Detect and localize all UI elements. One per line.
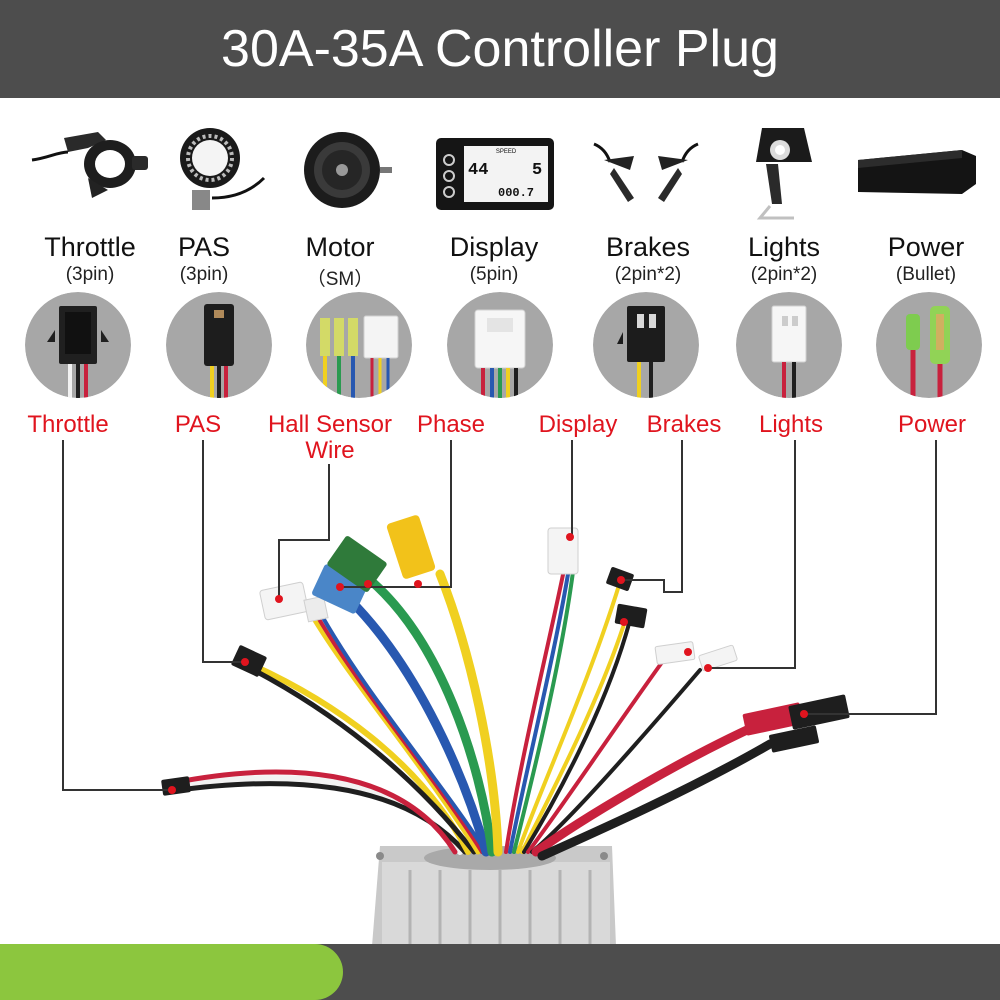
component-name-pas: PAS — [177, 232, 231, 262]
marker-dot-phase-blue — [336, 583, 344, 591]
light-wire-black — [530, 668, 702, 854]
component-name-throttle: Throttle — [44, 232, 136, 262]
component-spec-throttle: (3pin) — [65, 264, 115, 285]
throttle-connector — [161, 776, 191, 796]
lights-plug-closeup — [736, 292, 842, 398]
phase-wire-yellow — [435, 569, 503, 857]
display-gear-value: 5 — [532, 161, 542, 180]
light-wire-red — [526, 652, 670, 854]
header-bar — [0, 0, 1000, 98]
component-name-power: Power — [887, 232, 965, 262]
display-speed-label: SPEED — [496, 149, 517, 155]
marker-dot-phase-green — [364, 580, 372, 588]
brakes-plug-closeup — [593, 292, 699, 398]
leader-line-pas — [202, 440, 245, 663]
marker-dot-light-2 — [704, 664, 712, 672]
display-wire-red — [504, 558, 568, 854]
phase-connector-green — [327, 536, 387, 592]
hall-wire-red — [314, 612, 484, 854]
pas-wire-black — [247, 665, 477, 855]
brake-wire-black — [522, 618, 632, 854]
label-hall-sensor-wire: Hall Sensor Wire — [267, 411, 393, 464]
page-title: 30A-35A Controller Plug — [221, 20, 779, 78]
brake-connector-2 — [614, 603, 648, 629]
hub-motor-icon — [300, 124, 392, 216]
marker-dot-brake-1 — [617, 576, 625, 584]
power-wire-black — [537, 739, 775, 861]
hall-sensor-connector — [259, 581, 329, 623]
marker-dot-power — [800, 710, 808, 718]
lcd-display-icon: SPEED 44 5 000.7 — [436, 138, 554, 210]
marker-dot-brake-2 — [620, 618, 628, 626]
marker-dot-pas — [241, 658, 249, 666]
lights-connector — [654, 641, 738, 672]
phase-wire-green — [365, 575, 497, 857]
label-brakes: Brakes — [646, 411, 722, 438]
motor-plug-closeup — [306, 292, 412, 398]
component-name-brakes: Brakes — [605, 232, 691, 262]
phase-wire-blue — [345, 595, 491, 857]
leader-line-power — [804, 440, 937, 715]
power-connector — [742, 694, 850, 753]
pas-sensor-disc-icon — [178, 118, 268, 218]
component-spec-lights: (2pin*2) — [750, 264, 818, 285]
display-connector — [547, 527, 579, 575]
leader-line-lights — [708, 440, 796, 669]
display-wire-green — [512, 562, 576, 854]
component-spec-display: (5pin) — [469, 264, 519, 285]
leader-line-phase — [340, 440, 452, 588]
component-spec-brakes: (2pin*2) — [614, 264, 682, 285]
throttle-plug-closeup — [25, 292, 131, 398]
label-power: Power — [897, 411, 967, 438]
leader-line-throttle — [62, 440, 172, 791]
phase-connector-yellow — [386, 515, 436, 579]
throttle-wire-red — [169, 769, 458, 855]
component-spec-power: (Bullet) — [895, 264, 957, 285]
display-wire-blue — [508, 560, 572, 854]
component-name-lights: Lights — [747, 232, 821, 262]
marker-dot-throttle — [168, 786, 176, 794]
leader-line-brakes — [621, 440, 683, 593]
headlight-icon — [742, 122, 822, 222]
hall-wire-yellow — [307, 609, 481, 855]
hall-wire-blue — [320, 614, 488, 854]
footer-accent — [0, 944, 343, 1000]
display-odo-value: 000.7 — [498, 186, 534, 200]
component-spec-pas: (3pin) — [179, 264, 229, 285]
marker-dot-hall-sensor — [275, 595, 283, 603]
power-wire-red — [531, 719, 765, 857]
pas-plug-closeup — [166, 292, 272, 398]
brake-wire-yellow-2 — [520, 616, 628, 854]
marker-dot-phase-yellow — [414, 580, 422, 588]
leader-line-hall-sensor — [278, 464, 330, 597]
label-lights: Lights — [758, 411, 824, 438]
controller-box — [372, 846, 616, 946]
pas-connector — [231, 645, 267, 677]
display-plug-closeup — [447, 292, 553, 398]
battery-icon — [852, 142, 982, 202]
component-name-motor: Motor — [305, 232, 375, 262]
brake-levers-icon — [590, 136, 702, 214]
label-display: Display — [538, 411, 618, 438]
marker-dot-light-1 — [684, 648, 692, 656]
label-phase: Phase — [416, 411, 486, 438]
power-plug-closeup — [876, 292, 982, 398]
label-pas: PAS — [174, 411, 222, 438]
thumb-throttle-icon — [28, 118, 150, 214]
display-speed-value: 44 — [468, 161, 488, 180]
label-throttle: Throttle — [27, 411, 109, 438]
component-name-display: Display — [449, 232, 539, 262]
brake-wire-yellow-1 — [516, 580, 622, 854]
component-spec-motor: （SM） — [306, 269, 374, 290]
marker-dot-display — [566, 533, 574, 541]
